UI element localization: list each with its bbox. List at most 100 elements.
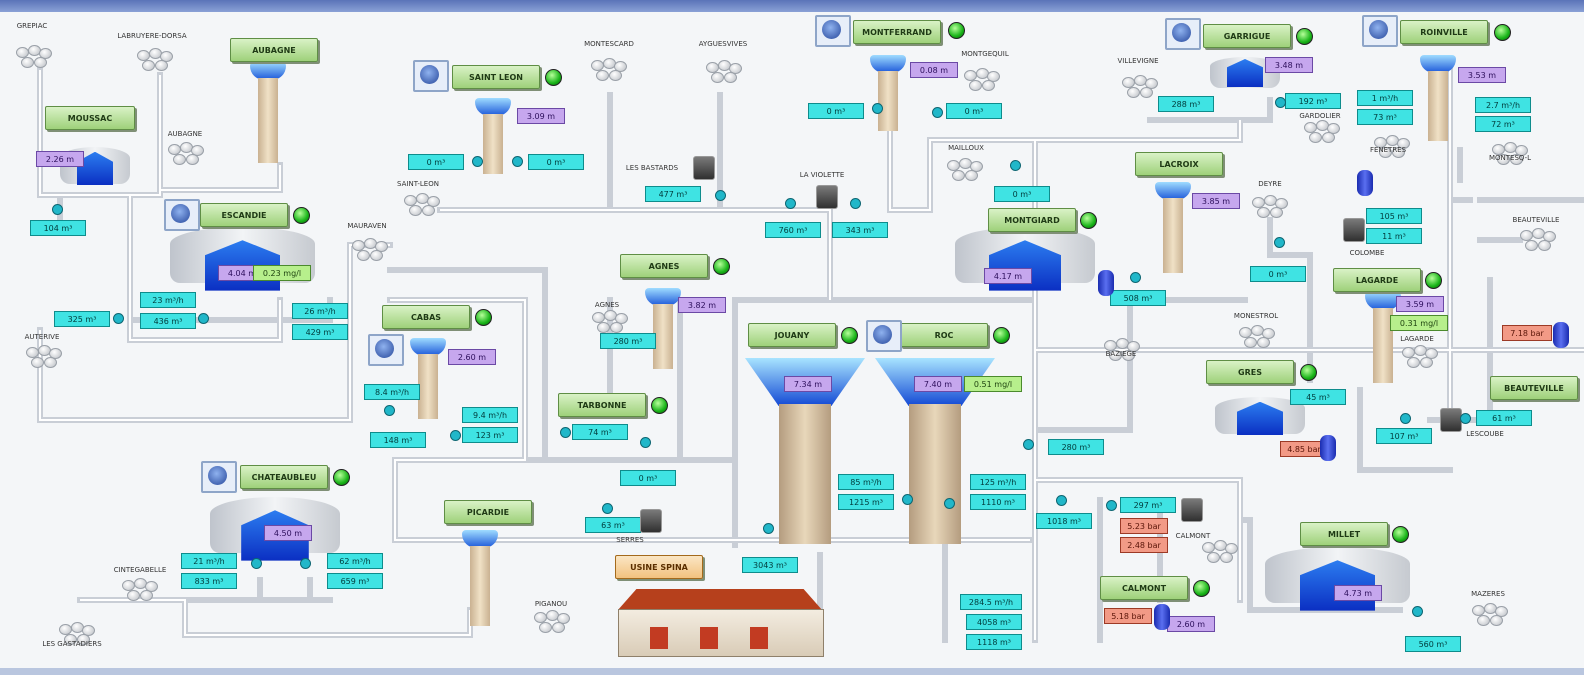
station-aubagne[interactable]: AUBAGNE: [230, 38, 318, 62]
volume-readout[interactable]: 0 m³: [808, 103, 864, 119]
station-roinville[interactable]: ROINVILLE: [1400, 20, 1488, 44]
volume-readout[interactable]: 4058 m³: [966, 614, 1022, 630]
volume-readout[interactable]: 1018 m³: [1036, 513, 1092, 529]
level-readout[interactable]: 3.09 m: [517, 108, 565, 124]
flow-meter-icon[interactable]: [512, 156, 523, 167]
antenna-icon[interactable]: [1165, 18, 1201, 50]
volume-readout[interactable]: 280 m³: [1048, 439, 1104, 455]
volume-readout[interactable]: 0 m³: [408, 154, 464, 170]
pressure-readout[interactable]: 5.18 bar: [1104, 608, 1152, 624]
flow-meter-icon[interactable]: [1412, 606, 1423, 617]
flow-meter-icon[interactable]: [1274, 237, 1285, 248]
flow-meter-icon[interactable]: [384, 405, 395, 416]
flow-meter-icon[interactable]: [602, 503, 613, 514]
flow-meter-icon[interactable]: [560, 427, 571, 438]
volume-readout[interactable]: 0 m³: [620, 470, 676, 486]
level-readout[interactable]: 4.50 m: [264, 525, 312, 541]
flow-meter-icon[interactable]: [785, 198, 796, 209]
flow-meter-icon[interactable]: [1023, 439, 1034, 450]
pump-icon[interactable]: [693, 156, 715, 180]
status-led-icon[interactable]: [993, 327, 1010, 344]
flow-meter-icon[interactable]: [472, 156, 483, 167]
level-readout[interactable]: 3.48 m: [1265, 57, 1313, 73]
station-agnes[interactable]: AGNES: [620, 254, 708, 278]
antenna-icon[interactable]: [815, 15, 851, 47]
chlorine-readout[interactable]: 0.31 mg/l: [1390, 315, 1448, 331]
volume-readout[interactable]: 833 m³: [181, 573, 237, 589]
volume-readout[interactable]: 280 m³: [600, 333, 656, 349]
status-led-icon[interactable]: [948, 22, 965, 39]
volume-readout[interactable]: 1118 m³: [966, 634, 1022, 650]
volume-readout[interactable]: 1215 m³: [838, 494, 894, 510]
flow-meter-icon[interactable]: [1400, 413, 1411, 424]
antenna-icon[interactable]: [201, 461, 237, 493]
chlorine-readout[interactable]: 0.51 mg/l: [964, 376, 1022, 392]
station-escandie[interactable]: ESCANDIE: [200, 203, 288, 227]
station-cabas[interactable]: CABAS: [382, 305, 470, 329]
volume-readout[interactable]: 343 m³: [832, 222, 888, 238]
status-led-icon[interactable]: [1494, 24, 1511, 41]
status-led-icon[interactable]: [1296, 28, 1313, 45]
volume-readout[interactable]: 148 m³: [370, 432, 426, 448]
volume-readout[interactable]: 61 m³: [1476, 410, 1532, 426]
volume-readout[interactable]: 74 m³: [572, 424, 628, 440]
station-jouany[interactable]: JOUANY: [748, 323, 836, 347]
volume-readout[interactable]: 104 m³: [30, 220, 86, 236]
volume-readout[interactable]: 192 m³: [1285, 93, 1341, 109]
flow-readout[interactable]: 62 m³/h: [327, 553, 383, 569]
status-led-icon[interactable]: [333, 469, 350, 486]
volume-readout[interactable]: 0 m³: [528, 154, 584, 170]
volume-readout[interactable]: 63 m³: [585, 517, 641, 533]
volume-readout[interactable]: 760 m³: [765, 222, 821, 238]
level-readout[interactable]: 3.59 m: [1396, 296, 1444, 312]
flow-meter-icon[interactable]: [763, 523, 774, 534]
level-readout[interactable]: 4.17 m: [984, 268, 1032, 284]
volume-readout[interactable]: 0 m³: [946, 103, 1002, 119]
volume-readout[interactable]: 297 m³: [1120, 497, 1176, 513]
volume-readout[interactable]: 429 m³: [292, 324, 348, 340]
flow-readout[interactable]: 21 m³/h: [181, 553, 237, 569]
volume-readout[interactable]: 659 m³: [327, 573, 383, 589]
flow-meter-icon[interactable]: [944, 498, 955, 509]
chlorine-readout[interactable]: 0.23 mg/l: [253, 265, 311, 281]
station-lacroix[interactable]: LACROIX: [1135, 152, 1223, 176]
pump-icon[interactable]: [1440, 408, 1462, 432]
level-readout[interactable]: 3.53 m: [1458, 67, 1506, 83]
flow-readout[interactable]: 9.4 m³/h: [462, 407, 518, 423]
volume-readout[interactable]: 3043 m³: [742, 557, 798, 573]
level-readout[interactable]: 3.82 m: [678, 297, 726, 313]
antenna-icon[interactable]: [368, 334, 404, 366]
flow-meter-icon[interactable]: [1275, 97, 1286, 108]
station-beauteville[interactable]: BEAUTEVILLE: [1490, 376, 1578, 400]
status-led-icon[interactable]: [1193, 580, 1210, 597]
flow-meter-icon[interactable]: [640, 437, 651, 448]
volume-readout[interactable]: 11 m³: [1366, 228, 1422, 244]
pump-icon[interactable]: [1343, 218, 1365, 242]
flow-readout[interactable]: 85 m³/h: [838, 474, 894, 490]
level-readout[interactable]: 4.73 m: [1334, 585, 1382, 601]
flow-meter-icon[interactable]: [300, 558, 311, 569]
volume-readout[interactable]: 560 m³: [1405, 636, 1461, 652]
pump-icon[interactable]: [816, 185, 838, 209]
volume-readout[interactable]: 73 m³: [1357, 109, 1413, 125]
antenna-icon[interactable]: [1362, 15, 1398, 47]
flow-meter-icon[interactable]: [1056, 495, 1067, 506]
station-montgiard[interactable]: MONTGIARD: [988, 208, 1076, 232]
volume-readout[interactable]: 72 m³: [1475, 116, 1531, 132]
volume-readout[interactable]: 325 m³: [54, 311, 110, 327]
status-led-icon[interactable]: [1392, 526, 1409, 543]
volume-readout[interactable]: 436 m³: [140, 313, 196, 329]
flow-meter-icon[interactable]: [251, 558, 262, 569]
volume-readout[interactable]: 1110 m³: [970, 494, 1026, 510]
station-lagarde[interactable]: LAGARDE: [1333, 268, 1421, 292]
station-picardie[interactable]: PICARDIE: [444, 500, 532, 524]
station-gres[interactable]: GRES: [1206, 360, 1294, 384]
station-millet[interactable]: MILLET: [1300, 522, 1388, 546]
flow-meter-icon[interactable]: [850, 198, 861, 209]
volume-readout[interactable]: 0 m³: [994, 186, 1050, 202]
status-led-icon[interactable]: [475, 309, 492, 326]
antenna-icon[interactable]: [866, 320, 902, 352]
volume-readout[interactable]: 107 m³: [1376, 428, 1432, 444]
level-readout[interactable]: 2.60 m: [448, 349, 496, 365]
flow-readout[interactable]: 284.5 m³/h: [960, 594, 1022, 610]
